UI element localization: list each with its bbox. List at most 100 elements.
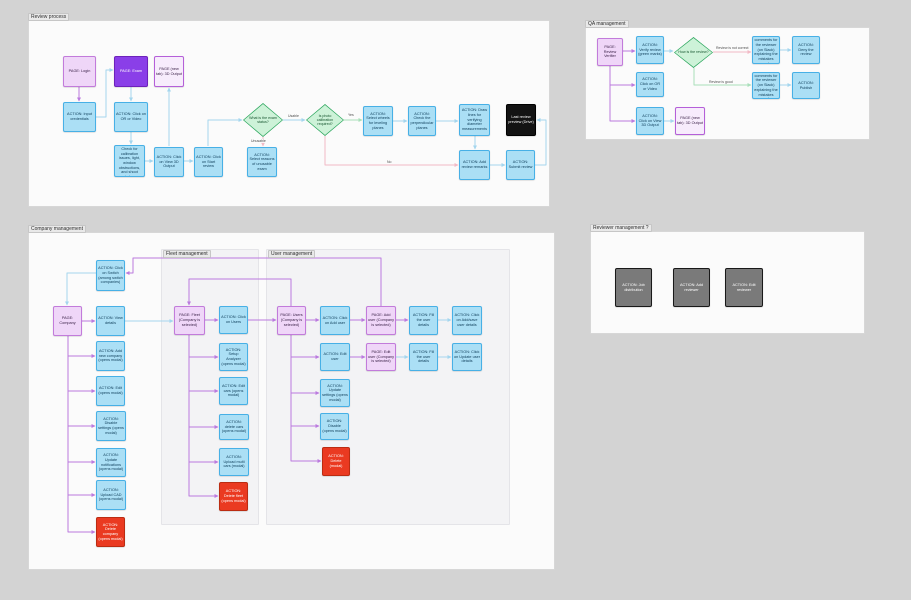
action-upload-cad[interactable]: ACTION: Upload CAD (opens modal) [96,480,126,510]
page-users[interactable]: PAGE: Users (Company is selected) [277,306,306,335]
page-edit-user[interactable]: PAGE: Edit user (Company is selected) [366,343,396,371]
action-upload-multi-label: ACTION: Upload multi cars (modal) [223,454,245,469]
action-upload-multi[interactable]: ACTION: Upload multi cars (modal) [219,448,249,476]
page-users-label: PAGE: Users (Company is selected) [280,313,303,327]
action-edit-user-label: ACTION: Edit user [323,352,347,361]
decision-exam-status-label: What is the exam status? [249,115,277,124]
action-start-review-label: ACTION: Click on Start review [196,154,221,169]
frame-tag-reviewer-management[interactable]: Reviewer management ? [590,224,652,232]
action-select-wheels[interactable]: ACTION: Select wheels for leveling plane… [363,106,393,136]
action-edit-company-label: ACTION: Edit (opens modal) [98,386,123,395]
always-comments-deny[interactable]: ALWAYS: Add comments for the reviewer (o… [752,36,780,64]
action-save-details-label: ACTION: Click on Add/save user details [454,313,480,327]
page-3d-output-label: PAGE (new tab): 3D Output [156,66,182,76]
edge-label-review-is-not-correct: Review is not correct [715,46,750,50]
action-disable-user-label: ACTION: Disable (opens modal) [322,419,347,433]
action-click-or-video-qa-label: ACTION: Click on OR or Video [639,77,661,91]
page-3d-output-qa[interactable]: PAGE (new tab): 3D Output [675,107,705,135]
action-check-planes-label: ACTION: Check the perpendicular planes [410,111,434,130]
action-update-details-label: ACTION: Click on Update user details [454,349,480,364]
action-save-details[interactable]: ACTION: Click on Add/save user details [452,306,482,335]
action-edit-cars[interactable]: ACTION: Edit cars (opens modal) [219,377,248,405]
action-edit-company[interactable]: ACTION: Edit (opens modal) [96,376,125,406]
action-publish[interactable]: ACTION: Publish [792,72,820,99]
page-company-label: PAGE: Company [59,316,76,325]
page-fleet-label: PAGE: Fleet (Company is selected) [178,313,201,327]
action-start-review[interactable]: ACTION: Click on Start review [194,147,223,177]
page-login[interactable]: PAGE: Login [63,56,96,87]
action-setup-analyzer[interactable]: ACTION: Setup Analyzer (opens modal) [219,343,248,371]
action-draw-lines-label: ACTION: Draw lines for verifying diamete… [461,108,488,132]
action-click-or-video-qa[interactable]: ACTION: Click on OR or Video [636,72,664,97]
decision-exam-status[interactable]: What is the exam status? [243,103,283,137]
action-submit-review[interactable]: ACTION: Submit review [506,150,535,180]
action-click-switch[interactable]: ACTION: Click on Switch (among switch co… [96,260,125,291]
action-view-details-label: ACTION: View details [98,316,123,325]
terminal-last-review[interactable]: Last review preview (Drive) [506,104,536,136]
frame-tag-qa-management[interactable]: QA management [585,20,629,28]
action-add-reviewer[interactable]: ACTION: Add reviewer [673,268,710,307]
action-disable-settings[interactable]: ACTION: Disable settings (opens modal) [96,411,126,441]
action-draw-lines[interactable]: ACTION: Draw lines for verifying diamete… [459,104,490,136]
action-update-notifications[interactable]: ACTION: Update notifications (opens moda… [96,448,126,477]
action-fill-details-edit[interactable]: ACTION: Fill the user details [409,343,438,371]
action-verify-review-label: ACTION: Verify review (green marks) [638,42,662,57]
edge-label-review-is-good: Review is good [708,80,734,84]
frame-tag-company-management[interactable]: Company management [28,225,86,233]
action-click-or-video-label: ACTION: Click on OR or Video [116,112,146,121]
page-3d-output[interactable]: PAGE (new tab): 3D Output [154,56,184,87]
always-comments-publish[interactable]: ALWAYS: Add comments for the reviewer (o… [752,72,780,99]
page-fleet[interactable]: PAGE: Fleet (Company is selected) [174,306,205,335]
action-delete-company[interactable]: ACTION: Delete company (opens modal) [96,517,125,547]
action-click-or-video[interactable]: ACTION: Click on OR or Video [114,102,148,132]
action-update-notifications-label: ACTION: Update notifications (opens moda… [98,453,124,472]
page-exam-label: PAGE: Exam [119,69,143,74]
action-click-view-3d-qa[interactable]: ACTION: Click on View 3D Output [636,107,664,135]
action-delete-cars-label: ACTION: delete cars (opens modal) [221,419,247,434]
page-login-label: PAGE: Login [68,69,91,74]
decision-calibration[interactable]: Is photo calibration required? [306,104,344,136]
frame-tag-user-management[interactable]: User management [268,250,316,258]
page-add-user[interactable]: PAGE: Add user (Company is selected) [366,306,396,335]
action-input-credentials[interactable]: ACTION: Input credentials [63,102,96,132]
action-add-company-label: ACTION: Add new company (opens modal) [98,348,123,363]
action-edit-reviewer-label: ACTION: Edit reviewer [732,282,756,292]
action-click-add-user[interactable]: ACTION: Click on Add user [320,306,350,335]
decision-how-review[interactable]: How is the review? [674,37,713,68]
action-click-users[interactable]: ACTION: Click on Users [219,306,248,334]
action-select-reasons[interactable]: ACTION: Select reasons of unusable exam [247,147,277,177]
edge-label-yes: Yes [347,113,355,117]
action-deny-review[interactable]: ACTION: Deny the review [792,36,820,64]
action-update-settings-label: ACTION: Update settings (opens modal) [322,383,348,402]
action-delete-fleet-label: ACTION: Delete fleet (opens modal) [221,489,246,503]
frame-tag-review-process[interactable]: Review process [28,13,70,21]
action-fill-details-add-label: ACTION: Fill the user details [412,313,435,327]
page-exam[interactable]: PAGE: Exam [114,56,148,87]
action-edit-reviewer[interactable]: ACTION: Edit reviewer [725,268,763,307]
action-job-distribution[interactable]: ACTION: Job distribution [615,268,652,307]
action-fill-details-add[interactable]: ACTION: Fill the user details [409,306,438,335]
frame-user-management [266,249,510,525]
action-edit-user[interactable]: ACTION: Edit user [320,343,350,371]
action-add-company[interactable]: ACTION: Add new company (opens modal) [96,341,125,371]
action-click-view-3d-qa-label: ACTION: Click on View 3D Output [638,113,662,128]
action-delete-user[interactable]: ACTION: Delete (modal) [322,447,350,476]
action-update-settings[interactable]: ACTION: Update settings (opens modal) [320,379,350,407]
action-add-remarks[interactable]: ACTION: Add review remarks [459,150,490,180]
action-delete-user-label: ACTION: Delete (modal) [328,454,344,468]
action-view-details[interactable]: ACTION: View details [96,306,125,336]
frame-tag-fleet-management[interactable]: Fleet management [163,250,211,258]
action-check-planes[interactable]: ACTION: Check the perpendicular planes [408,106,436,136]
action-disable-user[interactable]: ACTION: Disable (opens modal) [320,413,349,440]
action-delete-fleet[interactable]: ACTION: Delete fleet (opens modal) [219,482,248,511]
action-click-view-3d[interactable]: ACTION: Click on View 3D Output [154,147,184,177]
action-select-reasons-label: ACTION: Select reasons of unusable exam [249,152,275,171]
action-click-users-label: ACTION: Click on Users [221,315,246,324]
action-delete-cars[interactable]: ACTION: delete cars (opens modal) [219,414,249,440]
page-review-verifier[interactable]: PAGE: Review Verifier [597,38,623,66]
action-update-details[interactable]: ACTION: Click on Update user details [452,343,482,371]
page-company[interactable]: PAGE: Company [53,306,82,336]
action-check-calibration[interactable]: ACTION: Check for calibration issues, li… [114,145,145,177]
action-verify-review[interactable]: ACTION: Verify review (green marks) [636,36,664,64]
action-publish-label: ACTION: Publish [798,80,814,90]
